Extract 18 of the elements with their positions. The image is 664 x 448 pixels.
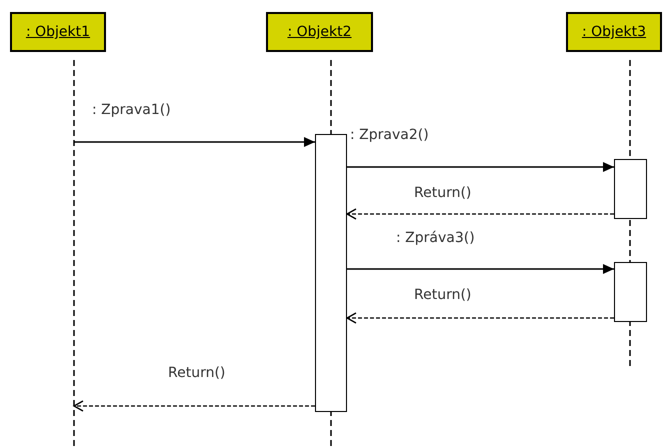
message-label: : Zprava2() <box>350 127 429 143</box>
activation-bar <box>315 134 347 412</box>
message-arrow <box>347 162 614 172</box>
object-name: : Objekt1 <box>26 24 90 40</box>
object-name: : Objekt2 <box>287 24 352 40</box>
object-name: : Objekt3 <box>582 24 646 40</box>
message-label: : Zpráva3() <box>396 230 475 246</box>
message-label: Return() <box>414 287 472 303</box>
message-label: Return() <box>414 185 472 201</box>
return-arrow <box>73 400 315 412</box>
message-arrow <box>347 264 614 274</box>
return-arrow <box>346 312 614 324</box>
activation-bar <box>614 262 647 322</box>
return-arrow <box>346 208 614 220</box>
activation-bar <box>614 159 647 219</box>
message-arrow <box>74 137 315 147</box>
message-label: Return() <box>168 365 226 381</box>
message-label: : Zprava1() <box>92 102 171 118</box>
